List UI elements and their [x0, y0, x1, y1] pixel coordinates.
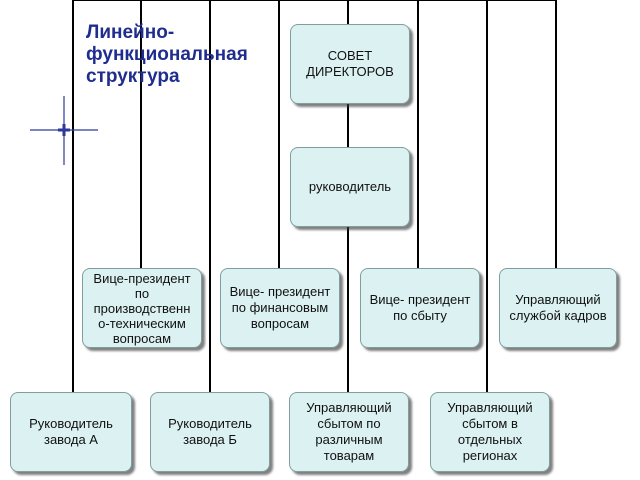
box-text: производственн [93, 300, 191, 316]
diagram-title: Линейно- функциональная структура [86, 22, 286, 88]
box-text: Руководитель [168, 416, 252, 431]
title-line: Линейно- [86, 22, 175, 43]
regional-sales-manager-box: Управляющий сбытом в отдельных регионах [430, 392, 550, 472]
box-text: вопросам [112, 330, 172, 346]
box-text: завода Б [183, 432, 237, 447]
box-text: службой кадров [509, 308, 607, 323]
vp-finance-box: Вице- президент по финансовым вопросам [220, 268, 340, 348]
box-text: Вице-президент [93, 270, 191, 286]
vp-sales-box: Вице- президент по сбыту [360, 268, 480, 348]
sparkle-decoration [30, 96, 98, 165]
box-text: Управляющий [306, 400, 392, 415]
box-text: вопросам [250, 316, 310, 331]
box-text: регионах [462, 448, 518, 463]
box-text: СОВЕТ [327, 48, 373, 63]
box-text: руководитель [308, 179, 392, 194]
box-text: отдельных [457, 432, 523, 447]
box-text: различным [315, 432, 383, 447]
box-text: Управляющий [515, 292, 601, 307]
box-text: Управляющий [447, 400, 533, 415]
head-box: руководитель [290, 147, 410, 227]
plant-b-head-box: Руководитель завода Б [150, 392, 270, 472]
box-text: по [134, 285, 150, 301]
hr-manager-box: Управляющий службой кадров [499, 268, 617, 348]
product-sales-manager-box: Управляющий сбытом по различным товарам [289, 392, 409, 472]
box-text: Вице- президент [229, 284, 331, 299]
vp-production-box: Вице-президент по производственн о-техни… [82, 268, 202, 348]
box-text: по сбыту [393, 308, 447, 323]
board-of-directors-box: СОВЕТ ДИРЕКТОРОВ [290, 24, 410, 104]
box-text: о-техническим [98, 315, 186, 331]
box-text: ДИРЕКТОРОВ [306, 64, 394, 79]
title-line: функциональная [86, 44, 248, 65]
box-text: товарам [323, 448, 375, 463]
box-text: Руководитель [29, 416, 113, 431]
box-text: завода А [43, 432, 98, 447]
box-text: сбытом по [317, 416, 381, 431]
box-text: Вице- президент [369, 292, 471, 307]
box-text: сбытом в [462, 416, 518, 431]
title-line: структура [86, 66, 180, 87]
plant-a-head-box: Руководитель завода А [10, 392, 132, 472]
box-text: по финансовым [231, 300, 329, 315]
